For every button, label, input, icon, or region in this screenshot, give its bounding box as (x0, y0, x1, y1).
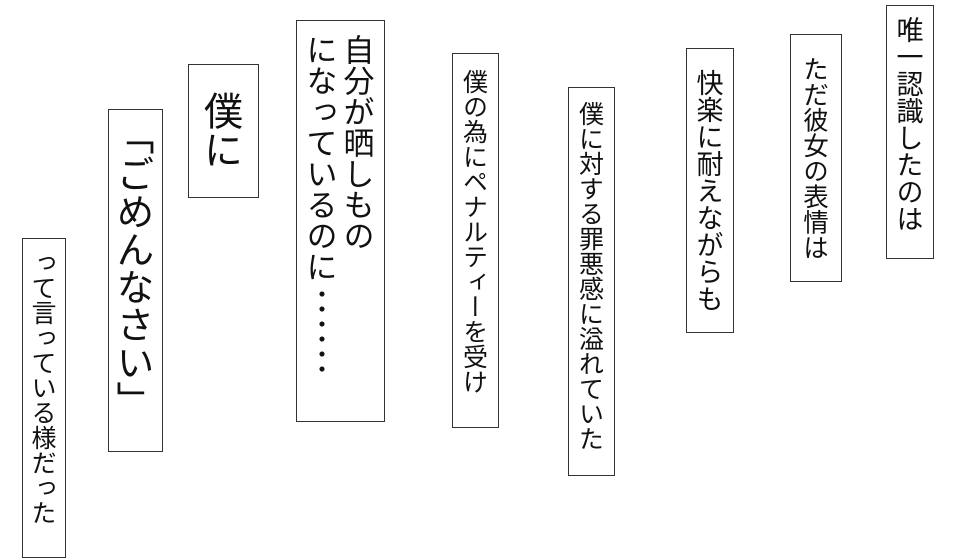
vertical-text: 唯一認識したのは (890, 16, 930, 232)
vertical-text-line-1: 自分が晒しもの (336, 34, 382, 251)
text-box-narration-6: 自分が晒しものになっているのに・・・・・・ (296, 20, 385, 422)
text-box-narration-5: 僕の為にペナルティーを受け (452, 53, 499, 428)
vertical-text-line-2: になっているのに (299, 34, 345, 282)
vertical-text: って言っている様だった (26, 250, 62, 525)
text-box-narration-3: 快楽に耐えながらも (686, 48, 734, 333)
text-box-narration-1: 唯一認識したのは (886, 5, 934, 259)
page-background: { "page": { "background_color": "#ffffff… (22, 5, 934, 558)
vertical-text: 僕に (195, 91, 252, 169)
text-box-narration-2: ただ彼女の表情は (790, 34, 842, 282)
ellipsis-dots: ・・・・・・ (304, 282, 340, 372)
vertical-text: 僕の為にペナルティーを受け (457, 69, 494, 394)
vertical-text: 「ごめんなさい」 (108, 117, 163, 419)
text-box-narration-7: 僕に (188, 64, 259, 198)
vertical-text: 快楽に耐えながらも (690, 69, 730, 312)
vertical-text: 僕に対する罪悪感に溢れていた (573, 101, 610, 451)
vertical-text: ただ彼女の表情は (797, 56, 835, 260)
vertical-text: 自分が晒しものになっているのに・・・・・・ (300, 21, 382, 421)
text-box-narration-8: 「ごめんなさい」 (108, 109, 163, 452)
text-box-narration-9: って言っている様だった (22, 238, 66, 558)
text-box-narration-4: 僕に対する罪悪感に溢れていた (568, 87, 615, 476)
